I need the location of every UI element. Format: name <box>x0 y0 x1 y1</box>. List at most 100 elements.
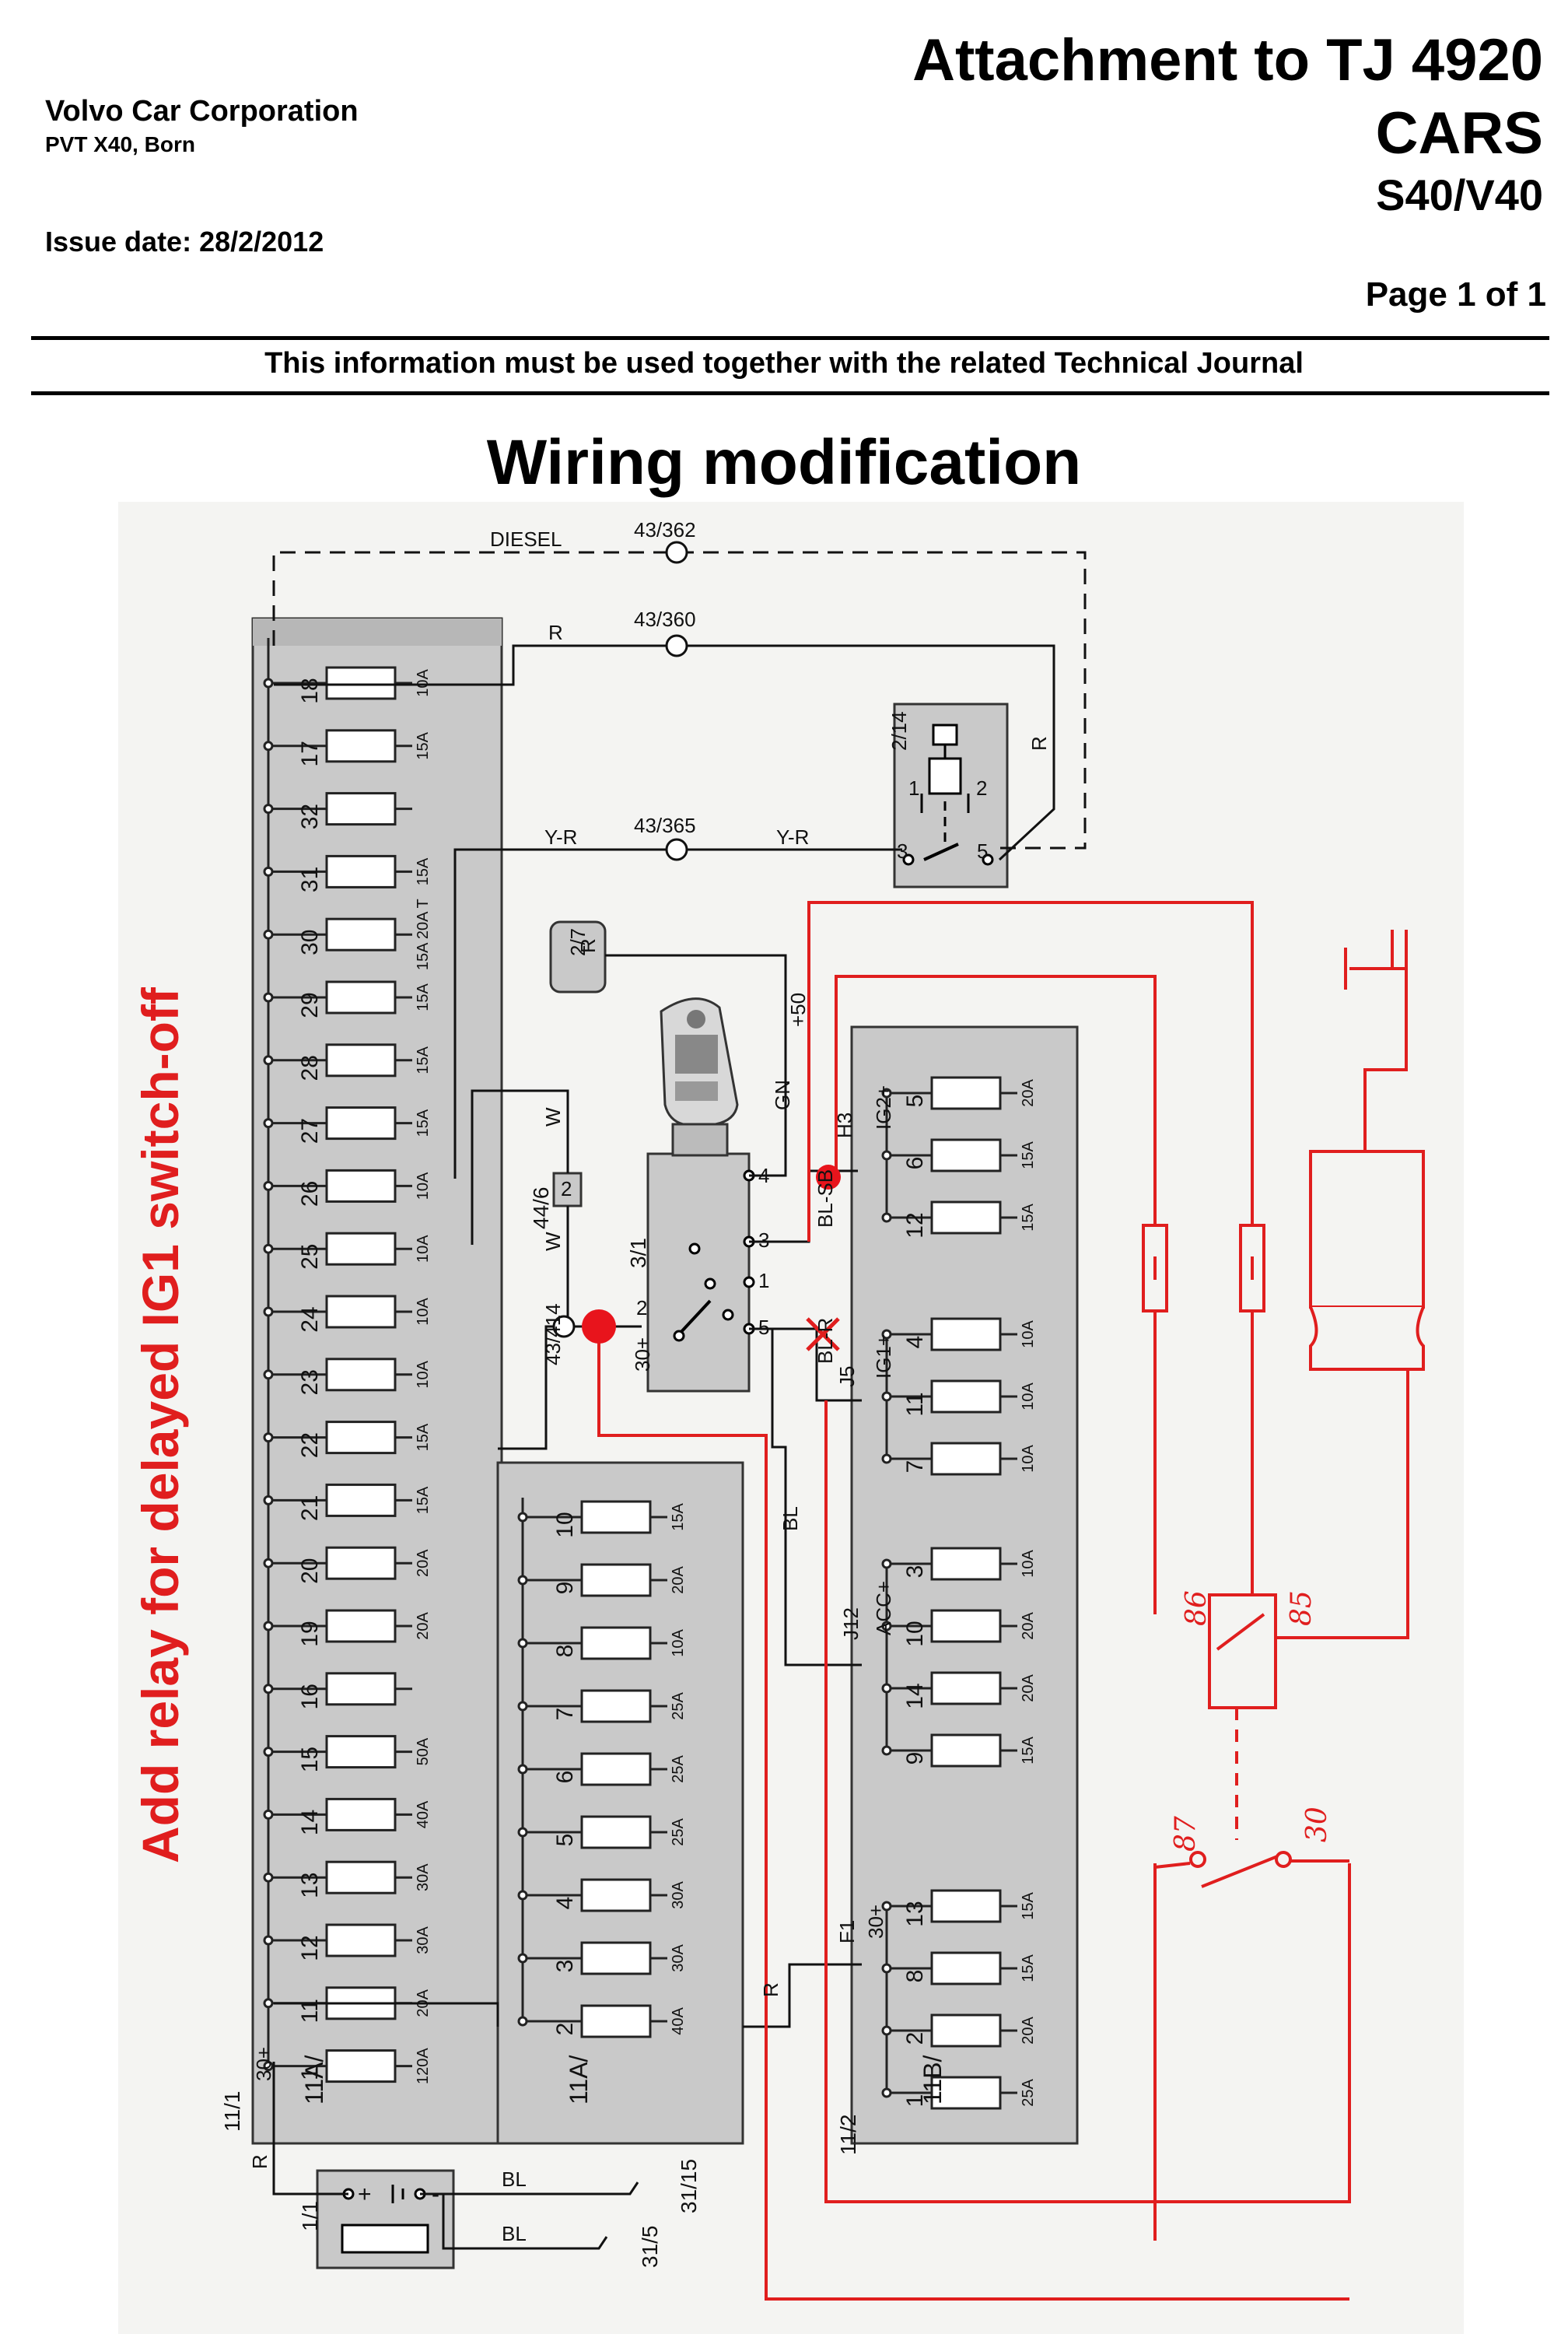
diagram-title: Wiring modification <box>486 427 1082 498</box>
fuse-11-20-number: 20 <box>297 1558 323 1584</box>
fuse-11a-4-element <box>580 1878 652 1912</box>
fuse-11a-8-rating: 10A <box>670 1629 687 1657</box>
fuse-11b-ig1-11-number: 11 <box>902 1392 928 1416</box>
label-connector-11-2: 11/2 <box>836 2115 860 2155</box>
attachment-subtitle: CARS <box>1375 100 1543 166</box>
label-switch-pin2: 2 <box>636 1296 647 1319</box>
label-fusebox-11a-main: 11A/ <box>300 2055 328 2104</box>
fuse-11-24-rating: 10A <box>415 1298 432 1326</box>
label-fusebox-11a: 11A/ <box>565 2055 593 2104</box>
fuse-11-17-number: 17 <box>297 741 323 766</box>
fuse-11-26-element <box>325 1169 397 1203</box>
fuse-11-30-number: 30 <box>297 930 323 955</box>
fuse-11-20-element <box>325 1546 397 1580</box>
label-group-30-b: 30+ <box>864 1905 887 1939</box>
label-battery-bl-1: BL <box>502 2168 527 2191</box>
connector-43-360-icon <box>665 634 688 657</box>
wire-bl-gnd2 <box>420 2192 608 2250</box>
fuse-11a-6-rating: 25A <box>670 1755 687 1783</box>
ignition-switch <box>646 1152 755 1393</box>
fuse-11-31-number: 31 <box>297 867 323 892</box>
relay-handwritten-labels: 86 85 87 30 <box>1170 1590 1333 1852</box>
fuse-11-32-element <box>325 792 397 826</box>
fuse-11-1-element <box>325 2049 397 2083</box>
fuse-11b-acc-9-element <box>930 1733 1002 1768</box>
fuse-11-25-rating: 10A <box>415 1235 432 1263</box>
fuse-11b-acc-14-rating: 20A <box>1020 1674 1037 1702</box>
fuse-11-15-rating: 50A <box>415 1737 432 1765</box>
label-wire-y-r-left: Y-R <box>544 825 577 849</box>
label-ground-31-15: 31/15 <box>677 2159 701 2213</box>
fuse-11a-10-number: 10 <box>552 1512 578 1537</box>
label-43-414: 43/414 <box>541 1303 565 1365</box>
fuse-11b-b30-2-element <box>930 2013 1002 2048</box>
fuse-11-18-element <box>325 666 397 700</box>
fuse-11-27-rating: 15A <box>415 1109 432 1137</box>
page-number: Page 1 of 1 <box>1365 275 1546 314</box>
fuse-11a-8-number: 8 <box>552 1645 578 1658</box>
fuse-11-14-number: 14 <box>297 1810 323 1835</box>
fuse-11-17-element <box>325 729 397 763</box>
fuse-11-30-element <box>325 917 397 951</box>
label-wire-w-top: W <box>541 1107 565 1127</box>
fuse-11-32-number: 32 <box>297 804 323 829</box>
fuse-11a-4-number: 4 <box>552 1897 578 1910</box>
label-switch-pin3: 3 <box>758 1228 769 1252</box>
label-group-acc: ACC+ <box>872 1581 895 1635</box>
fusebox-11-top-strip <box>253 619 502 646</box>
fuse-11b-acc-14-element <box>930 1671 1002 1705</box>
fuse-11-30: 30 15A 20A T <box>263 899 432 970</box>
fuse-11b-ig2-5-rating: 20A <box>1020 1079 1037 1107</box>
label-diesel: DIESEL <box>490 527 562 551</box>
issue-date: Issue date: 28/2/2012 <box>45 226 324 258</box>
fuse-11a-7-rating: 25A <box>670 1692 687 1720</box>
label-battery-plus: + <box>358 2182 372 2207</box>
fuse-11-23-rating: 10A <box>415 1360 432 1388</box>
connector-43-365-icon <box>665 838 688 861</box>
fuse-11-1-number: 1 <box>297 2067 323 2080</box>
fuse-11-29-rating: 15A <box>415 983 432 1011</box>
fuse-11b-b30-13-element <box>930 1889 1002 1923</box>
fuse-11-15-number: 15 <box>297 1747 323 1772</box>
fuse-11-32: 32 <box>263 792 412 829</box>
fuse-11a-6: 6 25A <box>517 1752 687 1786</box>
mod-wire-ig1 <box>824 1400 1351 2203</box>
label-relay-wire-r: R <box>1027 736 1051 751</box>
label-plus-50: +50 <box>786 993 810 1027</box>
fuse-11a-6-number: 6 <box>552 1771 578 1784</box>
label-switch-3-1: 3/1 <box>626 1238 650 1268</box>
label-battery-minus: - <box>432 2182 439 2207</box>
wire-bl-r <box>749 1327 862 1402</box>
fuse-11a-9-element <box>580 1563 652 1597</box>
fuse-11-31-rating: 15A <box>415 857 432 885</box>
diesel-wire <box>272 551 1087 850</box>
fuse-11a-10-rating: 15A <box>670 1503 687 1531</box>
fuse-11b-ig1-7-element <box>930 1442 1002 1476</box>
label-relay-pin1: 1 <box>908 776 919 800</box>
fuse-11b-b30-1-rating: 25A <box>1020 2079 1037 2107</box>
fuse-11a-7-element <box>580 1689 652 1723</box>
label-relay-pin2: 2 <box>976 776 987 800</box>
fuse-11-12-element <box>325 1923 397 1957</box>
fuse-11a-8-element <box>580 1626 652 1660</box>
fuse-11-19-number: 19 <box>297 1621 323 1646</box>
fuse-11-16: 16 <box>263 1672 412 1709</box>
modification-annotation: Add relay for delayed IG1 switch-off <box>131 987 189 1863</box>
fuse-11-28-number: 28 <box>297 1055 323 1081</box>
fuse-11-30-rating: 15A 20A T <box>415 899 432 970</box>
fuse-11b-ig2-6-number: 6 <box>902 1157 928 1170</box>
diagram-labels: DIESEL 43/362 43/360 43/365 R Y-R Y-R R … <box>220 518 1051 2268</box>
new-relay-coil <box>1208 1593 1277 1709</box>
